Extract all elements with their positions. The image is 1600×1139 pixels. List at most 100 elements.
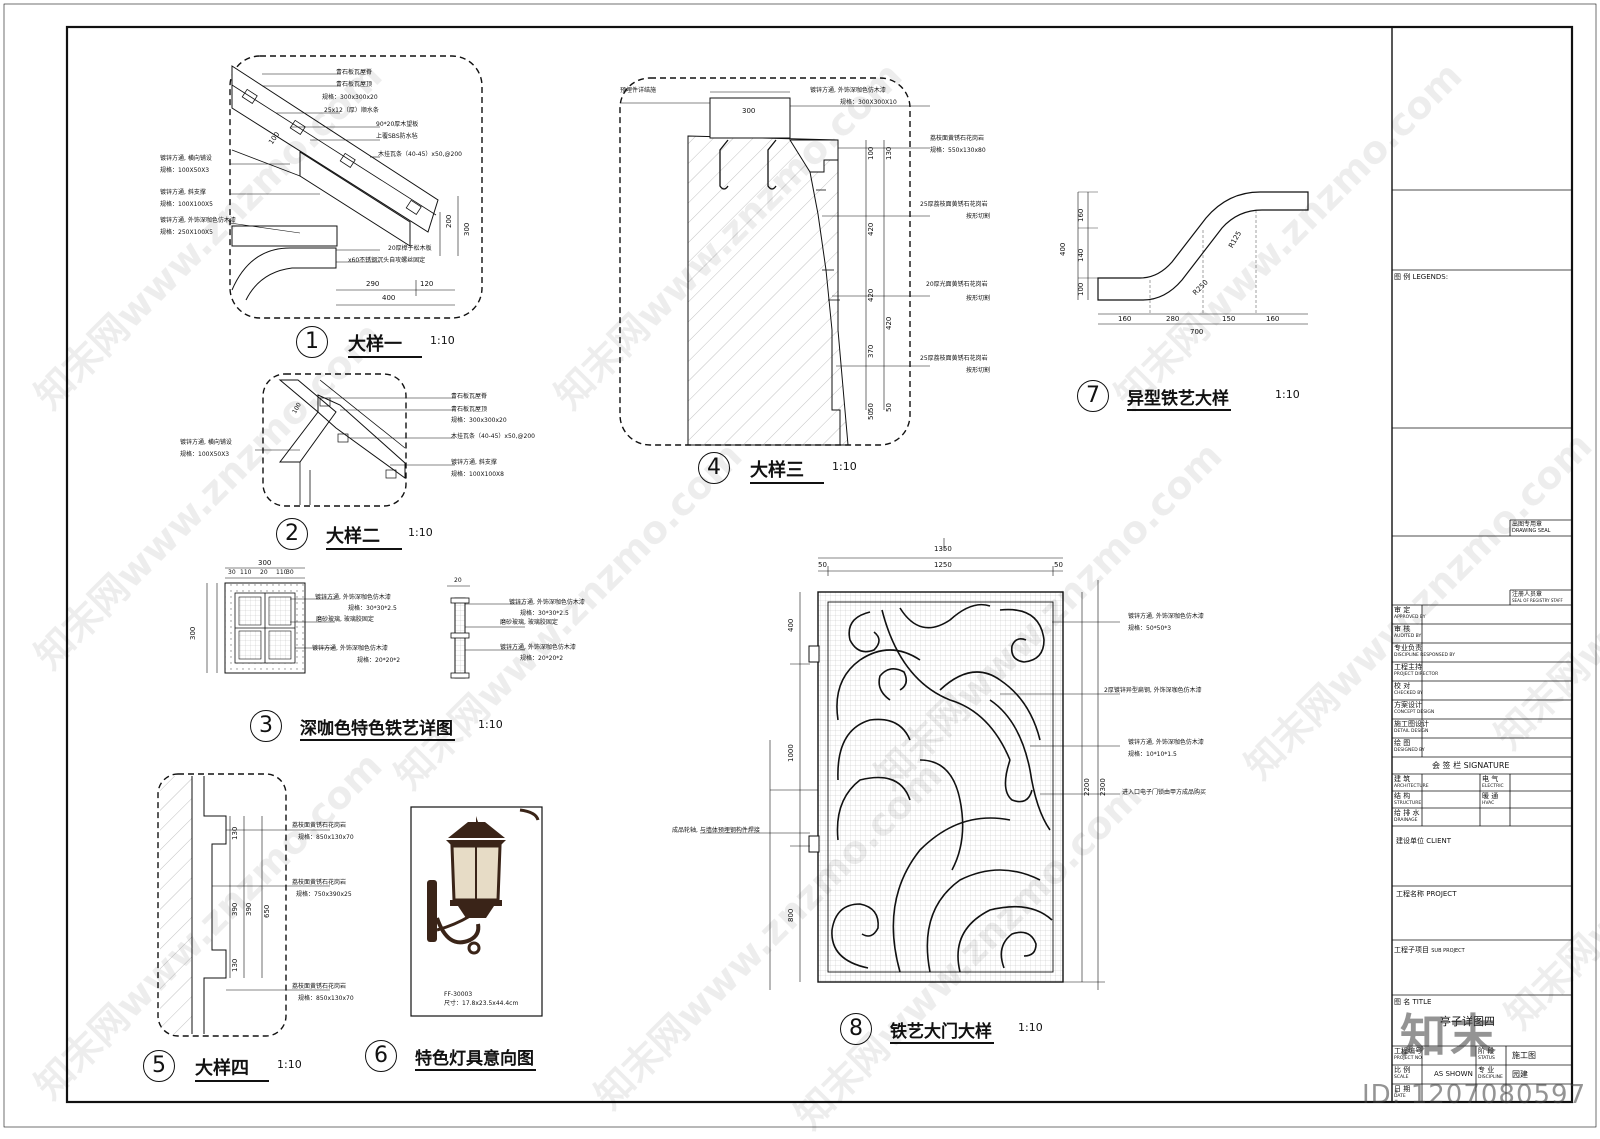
d1-note: x60不锈钢沉头自攻螺丝固定 [348,257,426,264]
d4-note: 按形切割 [966,295,991,302]
detail-7 [1077,191,1309,325]
sign-left-cn: 建 筑 [1394,775,1411,783]
legend-label: 图 例 LEGENDS: [1394,273,1449,281]
detail-5-number: 5 [143,1050,175,1082]
detail-2 [255,373,455,507]
detail-6-number: 6 [365,1040,397,1072]
d1-dim: 290 [366,280,380,288]
bottom-value: 施工图 [1512,1051,1536,1060]
bottom-mid-en: STATUS [1478,1056,1495,1061]
watermark-id: ID: 1207080597 [1362,1080,1587,1110]
role-label-cn: 专业负责 [1394,644,1422,652]
sign-left-cn: 给 排 水 [1394,809,1420,817]
d3-note: 镀锌方通, 外饰深咖色仿木漆 [315,594,391,601]
d3-dim: 30 [286,569,294,576]
lamp-image [427,808,540,955]
role-label-en: APPROVED BY [1394,615,1426,620]
detail-3-name: 深咖色特色铁艺详图 [300,714,455,741]
d2-note: 青石板瓦屋脊 [451,393,488,400]
d8-note: 规格：10*10*1.5 [1128,751,1177,758]
role-label-cn: 工程主持 [1394,663,1422,671]
d1-note: 青石板瓦屋顶 [336,81,373,88]
d4-dim: 50 [867,411,875,420]
d4-dim: 100 [867,146,875,160]
detail-3-scale: 1:10 [478,718,503,731]
d3-note: 镀锌方通, 外饰深咖色仿木漆 [312,645,388,652]
sign-right-en: HVAC [1482,801,1495,806]
d2-note: 规格：300x300x20 [451,417,507,424]
detail-3 [206,567,525,679]
detail-5-name: 大样四 [195,1054,269,1082]
detail-8-number: 8 [840,1013,872,1045]
d1-note: 木挂瓦条（40-45）x50,@200 [378,151,462,158]
d1-note: 上覆SBS防水毡 [376,133,418,140]
title-block-grid [1392,189,1572,1102]
detail-2-name: 大样二 [326,522,402,550]
gate-scroll-ornament [831,603,1053,973]
drawing-seal-cn: 出图专用章 [1512,521,1543,528]
d2-note: 规格：100X50X3 [180,451,230,458]
d4-dim: 370 [867,344,875,358]
d3-note-b: 规格：30*30*2.5 [520,610,569,617]
d1-dim: 400 [382,294,396,302]
detail-5-scale: 1:10 [277,1058,302,1071]
sign-right-cn: 电 气 [1482,775,1499,783]
role-label-cn: 绘 图 [1394,739,1411,747]
d7-dim: 100 [1077,282,1085,296]
d8-note: 镀锌方通, 外饰深咖色仿木漆 [1128,613,1204,620]
detail-1-scale: 1:10 [430,334,455,347]
d5-dim: 130 [231,958,239,972]
d5-dim: 130 [231,826,239,840]
role-label-cn: 校 对 [1394,682,1411,690]
role-label-cn: 审 定 [1394,606,1411,614]
role-label-en: CHECKED BY [1394,691,1423,696]
d5-dim: 390 [245,902,253,916]
client-label: 建设单位 CLIENT [1396,837,1452,845]
d2-note: 规格：100X100X8 [451,471,504,478]
sign-right-en: ELECTRIC [1482,784,1504,789]
d2-note: 木挂瓦条（40-45）x50,@200 [451,433,535,440]
d8-dim: 2300 [1099,778,1107,796]
lamp-size: 尺寸：17.8x23.5x44.4cm [444,1000,519,1007]
bottom-label-en: DATE [1394,1094,1406,1099]
d4-dim: 130 [885,146,893,160]
d7-dim: 160 [1118,315,1132,323]
d4-dim: 300 [742,107,756,115]
sign-left-cn: 结 构 [1394,792,1411,800]
sign-right-cn: 暖 通 [1482,792,1499,800]
d5-note: 规格：850x130x70 [298,995,354,1002]
bottom-value: 园建 [1512,1070,1528,1079]
bottom-label-cn: 比 例 [1394,1066,1411,1074]
d3-note: 磨砂玻璃, 玻璃胶固定 [316,616,374,623]
d1-dim: 200 [445,214,453,228]
detail-6-name: 特色灯具意向图 [415,1044,536,1071]
registry-seal-cn: 注册人员章 [1512,591,1543,598]
d4-dim: 50 [885,403,893,412]
d7-dim: 400 [1059,242,1067,256]
d8-dim: 1250 [934,561,952,569]
detail-1-number: 1 [296,326,328,358]
d8-dim: 800 [787,908,795,922]
detail-1 [229,55,483,319]
role-label-en: DISCIPLINE RESPONSED BY [1394,653,1455,658]
d4-dim: 420 [867,222,875,236]
d7-dim: 140 [1077,248,1085,262]
d1-note: 规格：250X100X5 [160,229,213,236]
d1-note: 青石板瓦屋脊 [336,69,373,76]
d3-note-b: 镀锌方通, 外饰深咖色仿木漆 [500,644,576,651]
d5-note: 荔枝面黄锈石花岗岩 [292,879,347,886]
sheet-border [65,25,1574,1104]
sub-project-en: SUB PROJECT [1431,948,1465,954]
d4-note: 25厚荔枝面黄锈石花岗岩 [920,201,988,208]
d5-dim: 390 [231,902,239,916]
role-label-cn: 方案设计 [1394,701,1422,709]
detail-4-number: 4 [698,452,730,484]
d7-dim: 700 [1190,328,1204,336]
d1-note: 镀锌方通, 外饰深咖色仿木漆 [160,217,236,224]
d1-dim: 300 [463,222,471,236]
bottom-label-cn: 日 期 [1394,1085,1411,1093]
d4-note: 镀锌方通, 外饰深咖色仿木漆 [810,87,886,94]
detail-5 [157,773,330,1037]
bottom-mid-cn: 专 业 [1478,1066,1495,1074]
d8-dim: 1350 [934,545,952,553]
